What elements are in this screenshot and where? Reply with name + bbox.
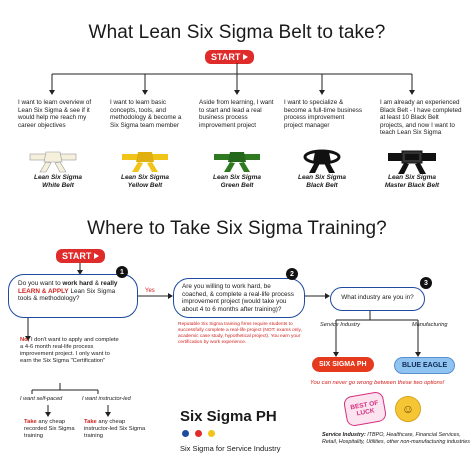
yes-label: Yes	[145, 288, 155, 294]
option-white: I want to learn overview of Lean Six Sig…	[18, 99, 92, 129]
black-belt-icon	[303, 149, 341, 173]
belt-label-yellow: Lean Six Sigma Yellow Belt	[120, 174, 170, 189]
no-answer-text: No, I don't want to apply and complete a…	[20, 337, 120, 365]
instructor-led-label: I want instructor-led	[82, 396, 131, 402]
take-label-1: Take	[24, 419, 37, 425]
start-label: START	[211, 52, 241, 62]
step-1-badge: 1	[116, 266, 128, 278]
play-icon	[94, 253, 100, 259]
service-industry-label: Service Industry	[320, 322, 361, 328]
start-badge-2: START	[56, 249, 106, 263]
q1-suffix: Lean Six Sigma tools & methodology?	[18, 287, 116, 303]
belt-label-master: Lean Six Sigma Master Black Belt	[384, 174, 440, 189]
master-black-belt-icon	[388, 150, 436, 174]
answer-six-sigma-ph: SIX SIGMA PH	[312, 357, 374, 372]
smiley-face-icon: ☺	[401, 402, 415, 416]
take-text-1: any cheap recorded Six Sigma training	[24, 419, 75, 440]
take-cheap-instructor: Take any cheap instructor-led Six Sigma …	[84, 419, 146, 441]
q1-prefix: Do you want to	[18, 280, 63, 287]
option-black: I want to specialize & become a full-tim…	[284, 99, 363, 129]
section2-title: Where to Take Six Sigma Training?	[87, 218, 387, 239]
q1-learn-apply: LEARN & APPLY	[18, 287, 69, 295]
self-paced-label: I want self-paced	[20, 396, 63, 402]
never-wrong-note: You can never go wrong between these two…	[310, 380, 445, 386]
question-3-box: What industry are you in?	[330, 287, 425, 311]
sticker-text: BEST OF LUCK	[349, 399, 379, 418]
section1-title: What Lean Six Sigma Belt to take?	[88, 22, 386, 43]
start-badge-1: START	[205, 50, 255, 64]
red-dot-icon	[195, 430, 202, 437]
footnote-label: Service Industry:	[322, 432, 366, 438]
yellow-dot-icon	[208, 430, 215, 437]
brand-tagline: Six Sigma for Service Industry	[180, 444, 281, 453]
no-description: I don't want to apply and complete a 4-6…	[20, 337, 119, 364]
start-label: START	[62, 251, 92, 261]
white-belt-icon	[29, 151, 77, 173]
no-label: No,	[20, 337, 30, 343]
question-1-box: Do you want to work hard & really LEARN …	[8, 274, 138, 318]
take-text-2: any cheap instructor-led Six Sigma train…	[84, 419, 146, 440]
take-cheap-recorded: Take any cheap recorded Six Sigma traini…	[24, 419, 80, 441]
question-2-box: Are you willing to work hard, be coached…	[173, 278, 305, 318]
play-icon	[243, 54, 249, 60]
brand-dots	[182, 430, 215, 437]
option-yellow: I want to learn basic concepts, tools, a…	[110, 99, 182, 129]
smiley-icon: ☺	[395, 396, 421, 422]
footnote-text: ITBPO, Healthcare, Financial Services, R…	[322, 432, 470, 445]
belt-label-black: Lean Six Sigma Black Belt	[297, 174, 347, 189]
q2-note: Reputable Six Sigma training firms requi…	[178, 322, 302, 345]
green-belt-icon	[214, 152, 260, 172]
option-green: Aside from learning, I want to start and…	[199, 99, 274, 129]
footnote: Service Industry: ITBPO, Healthcare, Fin…	[322, 432, 470, 445]
answer-blue-eagle: BLUE EAGLE	[394, 357, 456, 374]
q1-mid: &	[92, 280, 101, 287]
take-label-2: Take	[84, 419, 97, 425]
yellow-belt-icon	[122, 152, 168, 172]
step-3-badge: 3	[420, 277, 432, 289]
manufacturing-label: Manufacturing	[412, 322, 448, 328]
q1-bold-really: really	[100, 280, 118, 287]
brand-name: Six Sigma PH	[180, 408, 277, 425]
step-2-badge: 2	[286, 268, 298, 280]
belt-label-green: Lean Six Sigma Green Belt	[212, 174, 262, 189]
belt-label-white: Lean Six Sigma White Belt	[33, 174, 83, 189]
option-master: I am already an experienced Black Belt -…	[380, 99, 462, 137]
q1-bold-work-hard: work hard	[62, 280, 93, 287]
blue-dot-icon	[182, 430, 189, 437]
